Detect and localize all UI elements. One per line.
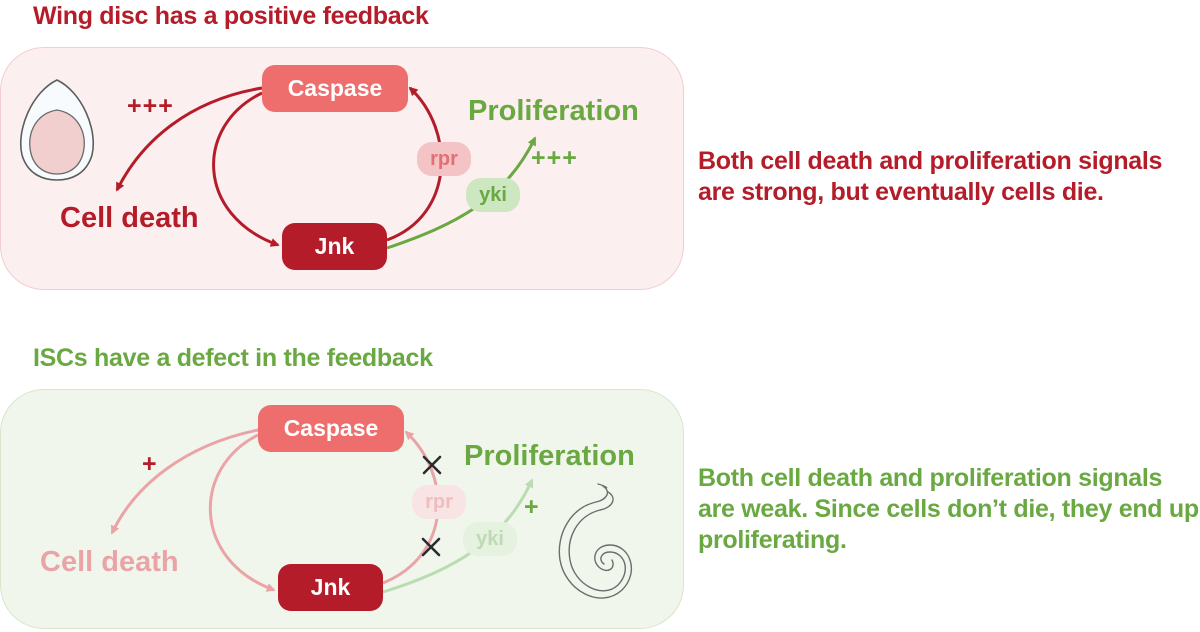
rpr-pill-isc: rpr: [412, 485, 466, 519]
intestine-icon: [558, 483, 633, 599]
wing-disc-icon: [20, 79, 94, 181]
panel2-title: ISCs have a defect in the feedback: [33, 344, 433, 372]
caspase-node: Caspase: [262, 65, 408, 112]
proliferation-label: Proliferation: [468, 95, 639, 127]
cell-death-label: Cell death: [60, 202, 199, 234]
proliferation-label-isc: Proliferation: [464, 440, 635, 472]
panel1-note: Both cell death and proliferation signal…: [698, 147, 1163, 206]
proliferation-signal-label-isc: +: [524, 493, 539, 521]
death-signal-label: +++: [127, 92, 174, 120]
panel2-note: Both cell death and proliferation signal…: [698, 464, 1199, 554]
rpr-pill: rpr: [417, 142, 471, 176]
caspase-to-celldeath-arrow-weak: [110, 428, 259, 535]
jnk-node-isc: Jnk: [278, 564, 383, 611]
caspase-to-celldeath-arrow: [115, 86, 263, 192]
jnk-node: Jnk: [282, 223, 387, 270]
yki-pill: yki: [466, 178, 520, 212]
panel1-title: Wing disc has a positive feedback: [33, 2, 429, 30]
proliferation-signal-label: +++: [531, 144, 578, 172]
caspase-to-jnk-arrow: [212, 91, 280, 247]
death-signal-label-isc: +: [142, 450, 157, 478]
caspase-to-jnk-arrow-weak: [209, 433, 276, 592]
block-cross-upper-icon: [422, 455, 442, 475]
cell-death-label-isc: Cell death: [40, 546, 179, 578]
caspase-node-isc: Caspase: [258, 405, 404, 452]
yki-pill-isc: yki: [463, 522, 517, 556]
block-cross-lower-icon: [421, 537, 441, 557]
